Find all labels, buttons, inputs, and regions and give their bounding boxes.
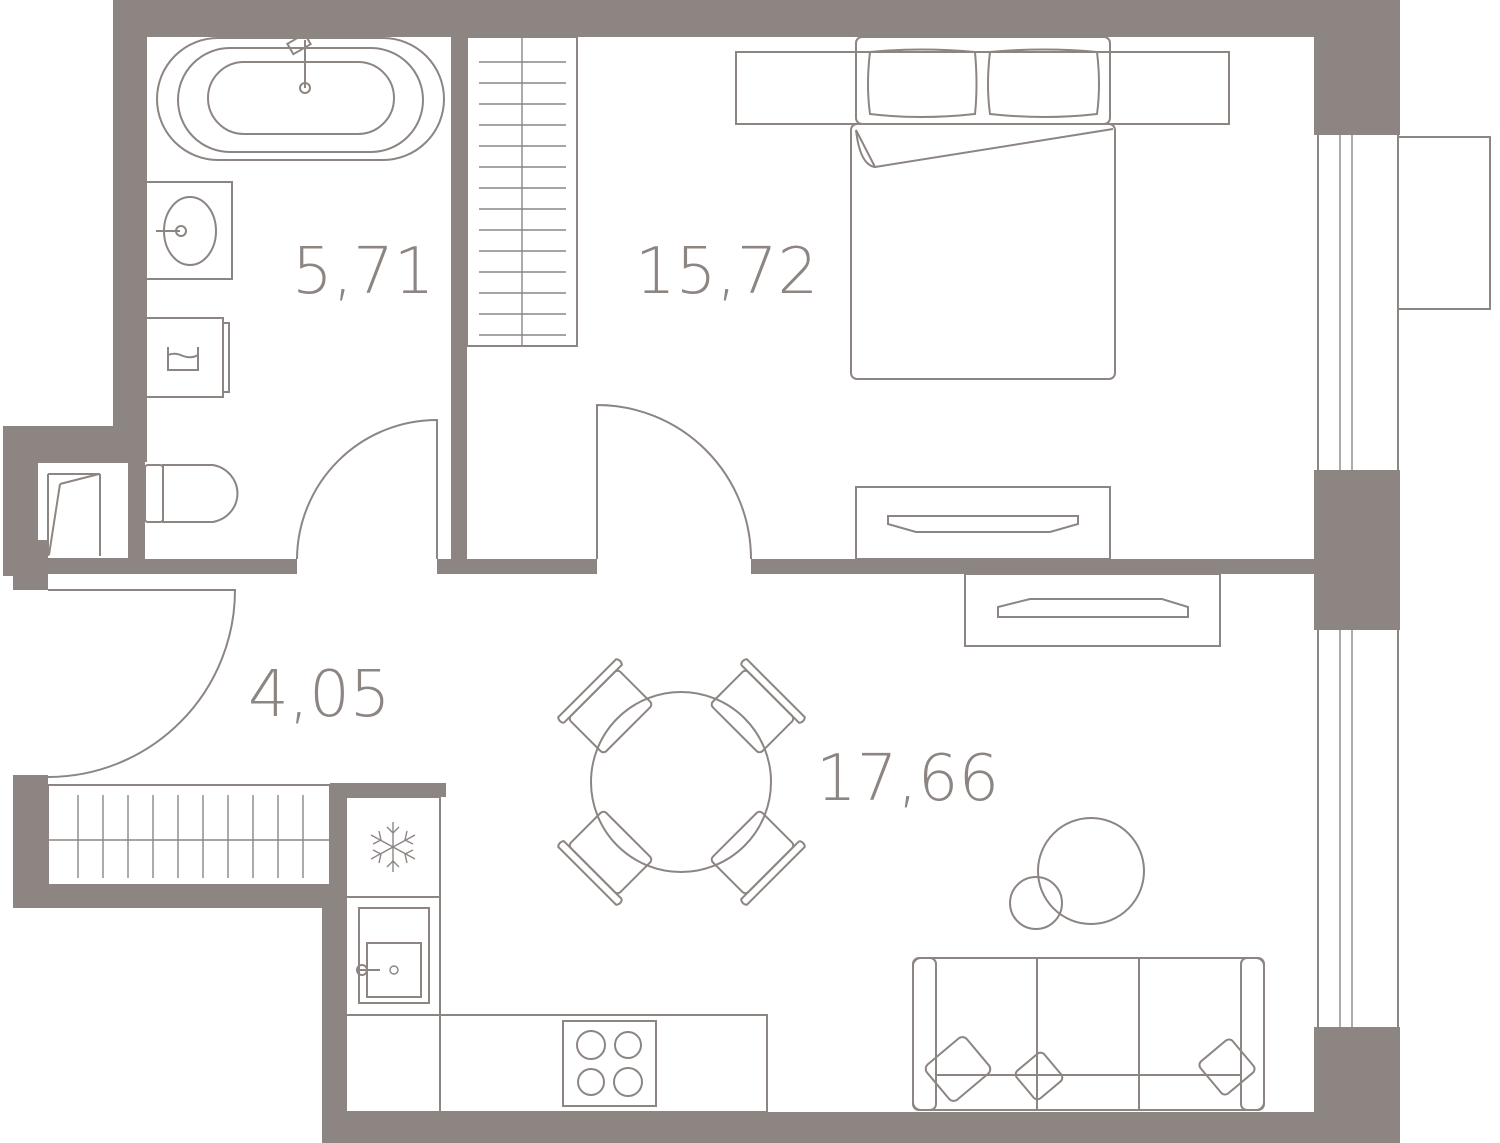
bedroom-furniture (466, 36, 1230, 560)
chair (557, 810, 653, 906)
wall-right-top (1314, 0, 1400, 135)
wall-bottom (322, 1112, 1400, 1143)
tv-stand (964, 573, 1221, 647)
bathtub (156, 32, 445, 161)
snowflake-icon (370, 822, 416, 872)
wall-kitchen-left (322, 895, 346, 1143)
door-entrance (47, 589, 237, 778)
wall-mid-3 (751, 559, 1317, 574)
chair (557, 658, 653, 754)
side-tables (1009, 817, 1145, 930)
area-labels: 5,71 15,72 4,05 17,66 (248, 235, 999, 816)
kitchen (345, 796, 768, 1113)
area-label-bedroom: 15,72 (635, 235, 818, 309)
wall-left-bathroom (113, 0, 147, 462)
wall-right-mid (1314, 470, 1400, 630)
toilet (144, 464, 239, 523)
doors (47, 403, 752, 778)
wall-partition (451, 37, 467, 562)
walls (3, 0, 1400, 1143)
hallway-closet (47, 784, 331, 886)
wall-shaft-right (129, 426, 145, 559)
sofa (912, 957, 1265, 1111)
door-bedroom (596, 403, 752, 560)
area-label-living-kitchen: 17,66 (816, 742, 999, 816)
bathroom-sink (144, 181, 233, 280)
shaft-door (36, 461, 130, 560)
stove-icon (562, 1020, 657, 1107)
wall-top (113, 0, 1400, 37)
dresser (855, 486, 1111, 560)
chair (710, 658, 806, 754)
living-furniture (345, 573, 1265, 1113)
bed (735, 36, 1230, 380)
wall-kitchen-top (330, 783, 446, 797)
balcony (1397, 136, 1491, 310)
wall-mid-2 (437, 559, 597, 574)
dining-table (557, 658, 806, 906)
wardrobe (466, 36, 578, 347)
sink-icon (356, 907, 430, 1004)
wall-closet-bottom (13, 885, 343, 908)
area-label-bathroom: 5,71 (292, 235, 435, 309)
windows (1317, 135, 1491, 1027)
door-bathroom (296, 418, 438, 560)
bathroom-furniture (36, 32, 445, 560)
window-bedroom (1317, 135, 1399, 470)
washing-machine (144, 317, 230, 398)
chair (710, 810, 806, 906)
wall-closet-right (330, 783, 346, 908)
wall-mid-1 (13, 559, 297, 574)
window-living (1317, 630, 1399, 1027)
area-label-hallway: 4,05 (248, 658, 391, 732)
